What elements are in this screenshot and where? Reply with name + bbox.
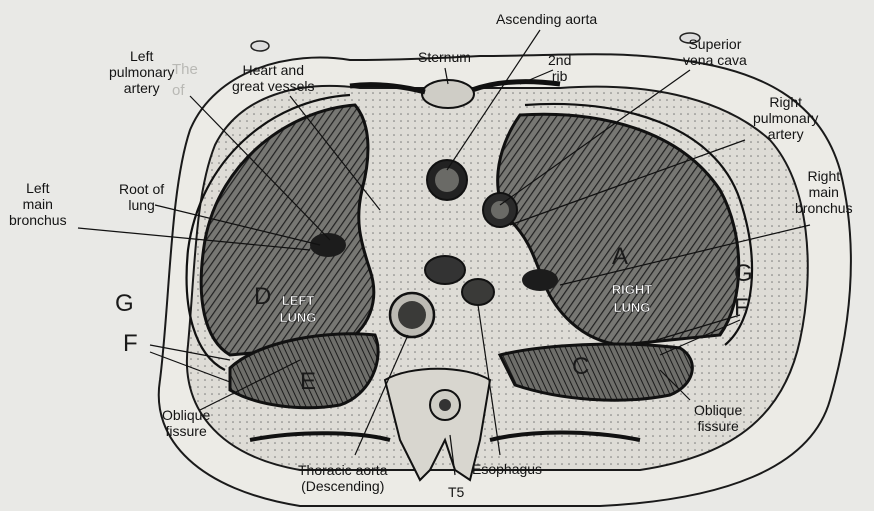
right-lung-label-line1: RIGHT bbox=[612, 282, 653, 297]
letter-c: C bbox=[572, 353, 589, 381]
letter-e: E bbox=[300, 368, 316, 396]
letter-f-right: F bbox=[734, 294, 749, 322]
left-bronchus-shape bbox=[310, 233, 346, 257]
label-esophagus: Esophagus bbox=[472, 461, 542, 477]
letter-a: A bbox=[612, 243, 628, 271]
pulmonary-trunk-shape bbox=[425, 256, 465, 284]
label-t5: T5 bbox=[448, 484, 464, 500]
letter-f-left: F bbox=[123, 330, 138, 358]
letter-g-right: G bbox=[734, 260, 753, 288]
sternum-shape bbox=[422, 80, 474, 108]
right-lung-label-line2: LUNG bbox=[614, 300, 651, 315]
letter-d: D bbox=[254, 283, 271, 311]
letter-g-left: G bbox=[115, 290, 134, 318]
label-sternum: Sternum bbox=[418, 49, 471, 65]
left-lung-label-line2: LUNG bbox=[280, 310, 317, 325]
esophagus-shape bbox=[462, 279, 494, 305]
left-lung-label-line1: LEFT bbox=[282, 293, 315, 308]
label-thoracic-aorta: Thoracic aorta(Descending) bbox=[298, 462, 387, 494]
right-bronchus-shape bbox=[522, 269, 558, 291]
label-ascending-aorta: Ascending aorta bbox=[496, 11, 597, 27]
rib-stub bbox=[251, 41, 269, 51]
